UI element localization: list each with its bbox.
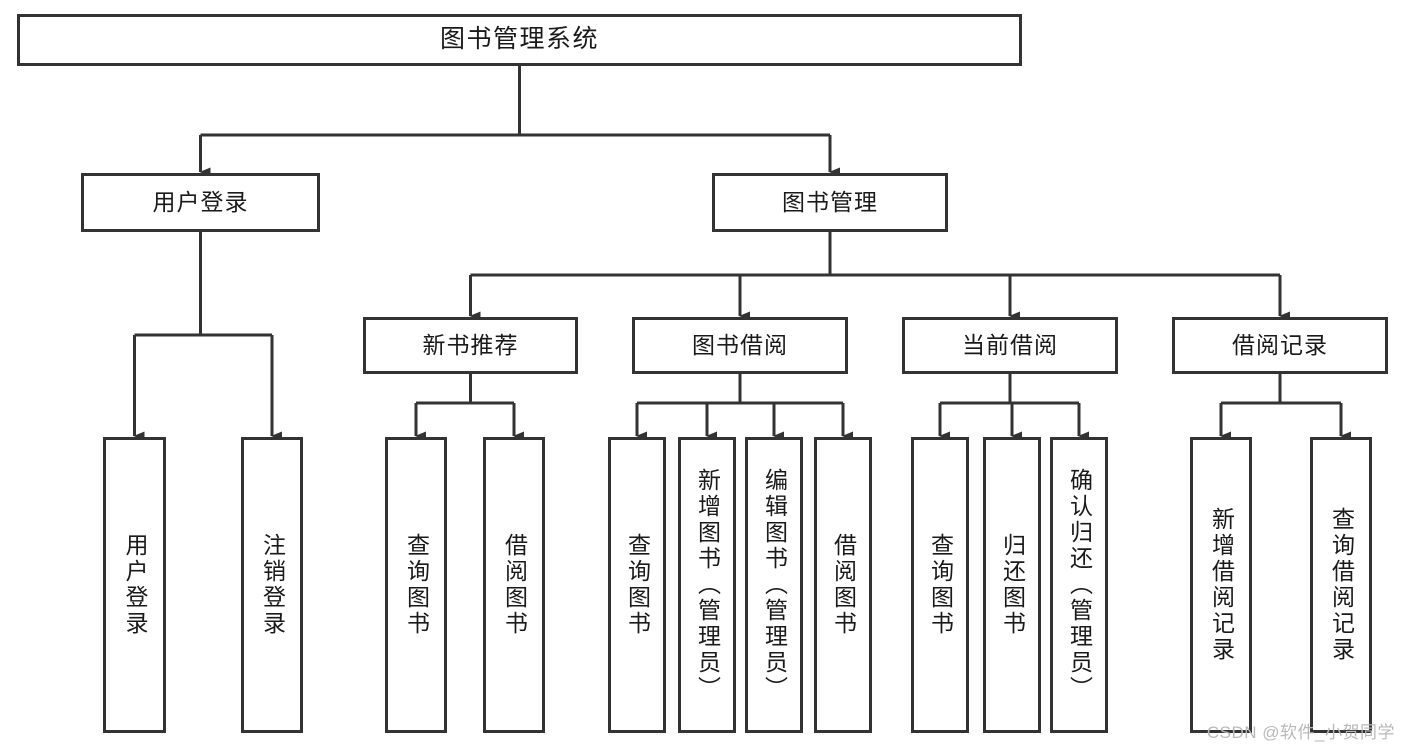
node-label: 用户登录 xyxy=(122,533,148,637)
node-root[interactable]: 图书管理系统 xyxy=(17,14,1022,66)
node-label: 查询图书 xyxy=(403,533,430,637)
node-leaf-logout[interactable]: 注销登录 xyxy=(241,437,303,733)
node-label: 用户登录 xyxy=(152,188,249,215)
node-label: 归还图书 xyxy=(999,533,1026,637)
node-label: 图书借阅 xyxy=(692,331,788,358)
connector-lines xyxy=(133,66,1351,441)
node-leaf-borrow-book-b[interactable]: 借阅图书 xyxy=(814,437,872,733)
node-label: 查询借阅记录 xyxy=(1328,507,1355,663)
node-leaf-borrow-book-a[interactable]: 借阅图书 xyxy=(483,437,545,733)
node-new-book-rec[interactable]: 新书推荐 xyxy=(363,317,578,374)
node-leaf-return-book[interactable]: 归还图书 xyxy=(983,437,1041,733)
node-leaf-add-book[interactable]: 新增图书（管理员） xyxy=(678,437,736,733)
node-label: 新书推荐 xyxy=(422,331,519,358)
node-leaf-edit-book[interactable]: 编辑图书（管理员） xyxy=(745,437,803,733)
node-borrow-record[interactable]: 借阅记录 xyxy=(1172,317,1388,374)
node-book-mgmt[interactable]: 图书管理 xyxy=(712,173,948,232)
node-label: 编辑图书（管理员） xyxy=(761,468,788,702)
node-label: 图书管理 xyxy=(782,188,878,215)
node-leaf-query-book-c[interactable]: 查询图书 xyxy=(911,437,969,733)
node-label: 借阅图书 xyxy=(830,533,857,637)
node-leaf-user-login[interactable]: 用户登录 xyxy=(103,437,166,733)
node-book-borrow[interactable]: 图书借阅 xyxy=(632,317,848,374)
node-leaf-query-book-b[interactable]: 查询图书 xyxy=(608,437,666,733)
node-label: 确认归还（管理员） xyxy=(1066,468,1093,702)
node-leaf-confirm-return[interactable]: 确认归还（管理员） xyxy=(1050,437,1108,733)
node-user-login[interactable]: 用户登录 xyxy=(81,173,320,232)
node-current-borrow[interactable]: 当前借阅 xyxy=(902,317,1118,374)
node-label: 借阅记录 xyxy=(1232,331,1328,358)
node-label: 查询图书 xyxy=(624,533,651,637)
node-leaf-add-record[interactable]: 新增借阅记录 xyxy=(1190,437,1252,733)
node-label: 借阅图书 xyxy=(501,533,528,637)
node-label: 新增借阅记录 xyxy=(1208,507,1235,663)
node-label: 查询图书 xyxy=(927,533,954,637)
node-label: 注销登录 xyxy=(259,533,286,637)
node-label: 图书管理系统 xyxy=(439,25,599,54)
node-label: 当前借阅 xyxy=(962,331,1058,358)
node-label: 新增图书（管理员） xyxy=(694,468,721,702)
node-leaf-query-record[interactable]: 查询借阅记录 xyxy=(1310,437,1372,733)
node-leaf-query-book-a[interactable]: 查询图书 xyxy=(385,437,447,733)
